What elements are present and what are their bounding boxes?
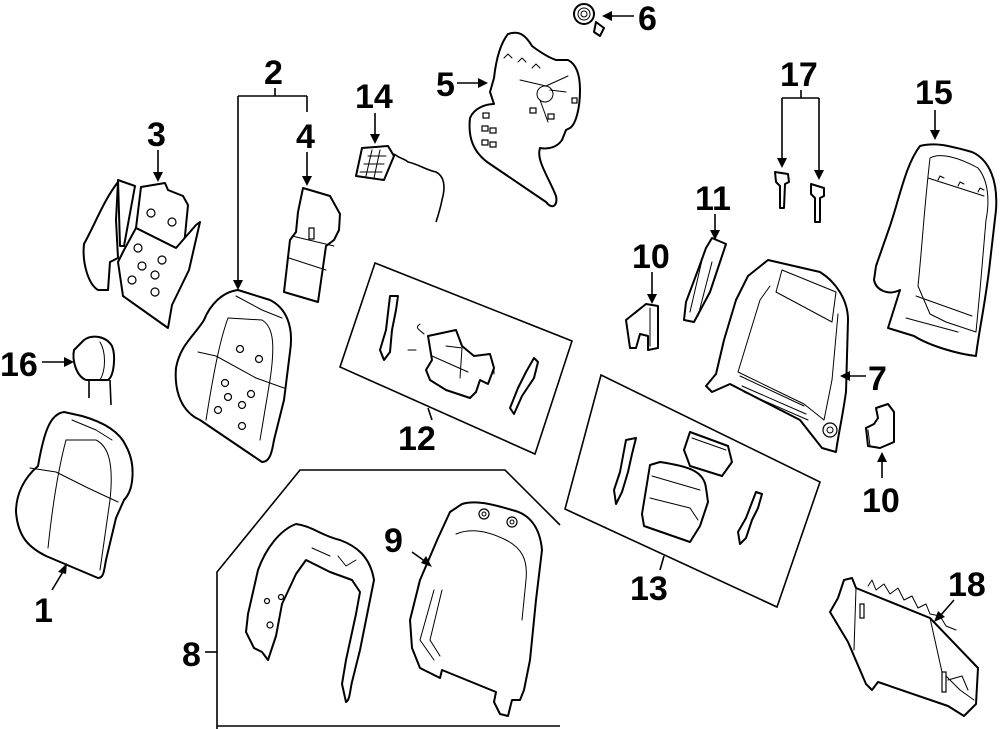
callout-11: 11 bbox=[695, 180, 731, 218]
leader-16 bbox=[42, 357, 74, 367]
leader-5 bbox=[457, 78, 488, 88]
leader-12 bbox=[427, 407, 433, 421]
leader-9 bbox=[411, 551, 432, 567]
leader-4 bbox=[302, 152, 312, 186]
part-5-lumbar-support[interactable] bbox=[468, 31, 581, 208]
callout-17: 17 bbox=[780, 56, 818, 94]
leader-11 bbox=[710, 214, 720, 240]
part-1-seat-back[interactable] bbox=[15, 411, 134, 579]
part-10-bracket-right[interactable] bbox=[865, 403, 895, 449]
leader-10-right bbox=[877, 452, 887, 478]
callout-9: 9 bbox=[384, 522, 403, 560]
callout-3: 3 bbox=[147, 116, 166, 154]
part-17-headrest-guides[interactable] bbox=[774, 171, 825, 223]
leader-13 bbox=[659, 555, 665, 571]
leader-14 bbox=[370, 113, 380, 144]
callout-8: 8 bbox=[182, 636, 201, 674]
leader-7 bbox=[840, 371, 866, 381]
part-2-seat-back-pad[interactable] bbox=[174, 289, 292, 463]
callout-7: 7 bbox=[868, 360, 887, 398]
leader-6 bbox=[602, 11, 634, 21]
callout-10b: 10 bbox=[862, 482, 900, 520]
part-8-kit-box[interactable] bbox=[216, 469, 561, 729]
callout-4: 4 bbox=[296, 118, 315, 156]
callout-13: 13 bbox=[630, 570, 668, 608]
callout-5: 5 bbox=[436, 66, 455, 104]
callout-16: 16 bbox=[0, 346, 38, 384]
part-15-back-shell[interactable] bbox=[873, 143, 998, 357]
part-16-headrest[interactable] bbox=[72, 335, 116, 406]
leader-2 bbox=[233, 88, 308, 290]
leader-15 bbox=[930, 110, 940, 140]
callout-10a: 10 bbox=[632, 238, 670, 276]
part-14-sensor-harness[interactable] bbox=[355, 145, 445, 223]
leader-1 bbox=[51, 563, 67, 591]
leader-3 bbox=[153, 150, 163, 182]
leader-10-left bbox=[647, 272, 657, 304]
callout-12: 12 bbox=[398, 420, 436, 458]
callout-1: 1 bbox=[34, 592, 53, 630]
leader-17 bbox=[777, 90, 824, 180]
part-11-side-trim[interactable] bbox=[683, 237, 727, 323]
part-4-pad-insert[interactable] bbox=[283, 187, 341, 303]
callout-14: 14 bbox=[355, 78, 393, 116]
callout-2: 2 bbox=[264, 54, 283, 92]
part-10-bracket-left[interactable] bbox=[625, 303, 659, 351]
part-12-kit-box[interactable] bbox=[339, 261, 573, 456]
part-7-seat-back-frame[interactable] bbox=[705, 259, 849, 453]
part-3-heater-pad[interactable] bbox=[82, 179, 201, 329]
callout-18: 18 bbox=[948, 566, 986, 604]
part-9-back-panel[interactable] bbox=[409, 501, 543, 717]
leader-18 bbox=[934, 599, 955, 622]
callout-6: 6 bbox=[638, 0, 657, 38]
part-6-motor[interactable] bbox=[573, 3, 605, 37]
part-13-kit-box[interactable] bbox=[564, 373, 821, 609]
callout-15: 15 bbox=[915, 74, 953, 112]
